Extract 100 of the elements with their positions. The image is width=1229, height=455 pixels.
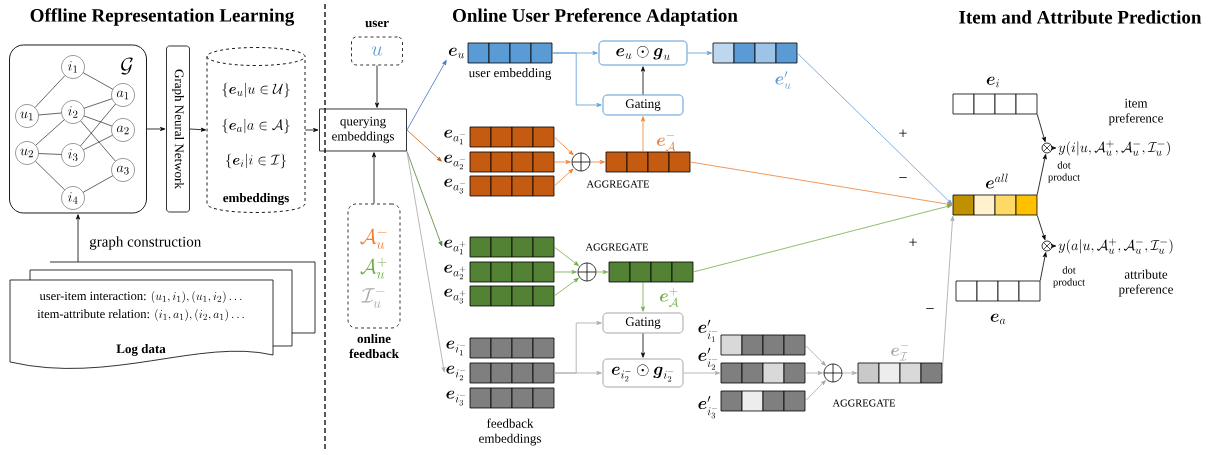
arrow — [553, 277, 579, 297]
arrow — [641, 66, 645, 95]
graph-edge — [35, 160, 65, 191]
arrow — [553, 371, 602, 375]
embedding-bar: $\boldsymbol{e}_{i_2^-}$ — [446, 362, 555, 384]
embedding-bar: $\boldsymbol{e}_{\mathcal{I}}^-$ — [857, 345, 943, 384]
edge-label: + — [907, 237, 919, 249]
arrow — [1036, 214, 1046, 241]
node-label: $\boldsymbol{e}_{\mathcal{A}}^-$ — [657, 135, 676, 152]
graph-edge — [80, 120, 116, 162]
node-label: $\boldsymbol{e}_a$ — [990, 313, 1006, 325]
embedding-bar: $\boldsymbol{e}_{\mathcal{A}}^-$ — [605, 135, 691, 173]
feedback-box: $\mathcal{A}_u^-$ $\mathcal{A}_u^+$ $\mathcal{I}_u^-$ online feedback — [347, 203, 401, 359]
preference-caption: item preference — [1108, 98, 1163, 126]
graph-vertex: $a_3$ — [111, 158, 135, 182]
embedding-bar: $\boldsymbol{e}_{a_1^-}$ — [444, 126, 555, 148]
formula-text: $y(a|u,\mathcal{A}_u^+,\mathcal{A}_u^-,\mathcal{I}_u^-)$ — [1058, 238, 1173, 254]
node-label: $\boldsymbol{e}_{a_2^+}$ — [444, 264, 466, 280]
gating-box: Gating — [602, 94, 684, 116]
arrow — [689, 161, 953, 207]
edge-label: graph construction — [88, 235, 203, 251]
arrow — [590, 160, 605, 164]
graph-vertex: $i_4$ — [61, 186, 85, 210]
arrow — [553, 160, 571, 164]
graph-edge — [82, 175, 114, 193]
node-label: $\boldsymbol{e}_u$ — [448, 47, 464, 59]
arrow — [692, 204, 953, 273]
arrow — [304, 128, 319, 132]
embedding-bar: $\boldsymbol{e}_{a_2^+}$ — [444, 261, 555, 283]
graph-edge — [80, 103, 116, 147]
arrow — [372, 152, 377, 204]
embedding-bar: $\boldsymbol{e}_{i_3^-}$ — [446, 387, 555, 409]
arrow — [1039, 252, 1047, 282]
arrow — [406, 129, 442, 162]
arrow — [641, 116, 645, 153]
embedding-bar: $\boldsymbol{e}_{\mathcal{A}}^+$ — [608, 261, 694, 307]
arrow — [553, 168, 574, 187]
node-label: $\boldsymbol{e}_{\mathcal{A}}^+$ — [660, 287, 679, 307]
node-label: online feedback — [349, 333, 399, 359]
embedding-bar: $\boldsymbol{e}_{a_2^-}$ — [444, 151, 555, 173]
arrow — [683, 371, 720, 375]
graph-vertex: $u_1$ — [15, 104, 39, 128]
node-label: $\boldsymbol{e}'_u$ — [775, 71, 791, 89]
dashed-box: user $u$ — [351, 20, 403, 66]
graph-edge — [82, 72, 114, 90]
embedding-bar: $\boldsymbol{e}_{a_1^+}$ — [444, 236, 555, 258]
node-label: $\boldsymbol{e}'_{i_1^-}$ — [698, 319, 718, 342]
arrow — [796, 52, 953, 205]
arrow — [842, 371, 857, 375]
embedding-bar: $\boldsymbol{e}^{all}$ — [952, 173, 1038, 216]
aggregate-symbol — [577, 262, 597, 282]
node-label: $\boldsymbol{e}_{a_1^+}$ — [444, 239, 466, 255]
node-label: $\boldsymbol{e}_{\mathcal{I}}^-$ — [891, 345, 909, 361]
operation-caption: dot product — [1053, 266, 1085, 288]
edge-label: − — [924, 307, 936, 315]
group-caption: feedback embeddings — [479, 418, 541, 446]
gating-box: Gating — [602, 312, 684, 334]
section-heading: Item and Attribute Prediction — [959, 10, 1202, 24]
embedding-bar: $\boldsymbol{e}_{a_3^+}$ — [444, 285, 555, 307]
node-label: $\boldsymbol{e}_{i_3^-}$ — [446, 390, 466, 406]
edge-label: − — [897, 176, 909, 184]
section-heading: Online User Preference Adaptation — [453, 8, 738, 26]
arrow — [76, 214, 81, 263]
graph-vertex: $i_2$ — [61, 100, 85, 124]
embedding-bar: $\boldsymbol{e}'_u$ — [712, 42, 798, 89]
arrow — [375, 65, 379, 108]
arrow — [804, 344, 826, 366]
arrow — [804, 380, 826, 402]
graph-edge — [83, 115, 113, 127]
embedding-bar: $\boldsymbol{e}_a$ — [955, 280, 1041, 325]
arrow — [553, 136, 574, 156]
graph-vertex: $a_2$ — [111, 118, 135, 142]
arrow — [553, 270, 577, 274]
operation-caption: AGGREGATE — [586, 180, 649, 188]
document-stack: $\text{user-item interaction: }(u_1,i_1),(u_1,i_2)\ldots$ $\text{item-attribute relation: }(i_1,a_1),(i_2,a_1)\ldots$ Log data — [9, 261, 316, 369]
arrow — [189, 127, 207, 132]
operation-caption: AGGREGATE — [585, 243, 648, 251]
node-label: $\boldsymbol{e}_{a_3^+}$ — [444, 288, 466, 304]
arrow — [941, 216, 955, 374]
graph-edge — [35, 119, 65, 146]
embedding-bar: $\boldsymbol{e}_{i_1^-}$ — [446, 337, 555, 359]
node-label: $\boldsymbol{e}_{a_3^-}$ — [444, 178, 466, 194]
node-label: user — [365, 20, 389, 28]
arrow — [1036, 154, 1047, 196]
section-heading: Offline Representation Learning — [30, 8, 295, 26]
graph-vertex: $u_2$ — [15, 141, 39, 165]
arrow — [1050, 244, 1057, 248]
graph-edge — [34, 75, 66, 108]
embedding-bar: $\boldsymbol{e}_{a_3^-}$ — [444, 175, 555, 197]
arrow — [641, 281, 645, 312]
embedding-bar: $\boldsymbol{e}'_{i_2^-}$ — [698, 347, 806, 384]
arrow — [551, 52, 602, 107]
embedding-bar: $\boldsymbol{e}_i$ — [952, 76, 1038, 115]
network-box: Graph Neural Network — [166, 45, 190, 213]
node-label: $\boldsymbol{e}_{i_1^-}$ — [446, 340, 466, 356]
arrow — [804, 371, 823, 375]
query-box: querying embeddings — [319, 108, 407, 152]
operation-caption: AGGREGATE — [832, 399, 895, 407]
node-label: $\boldsymbol{e}^{all}$ — [985, 173, 1008, 189]
operation-box: $\boldsymbol{e}_u\odot\boldsymbol{g}_u$ — [598, 40, 688, 66]
